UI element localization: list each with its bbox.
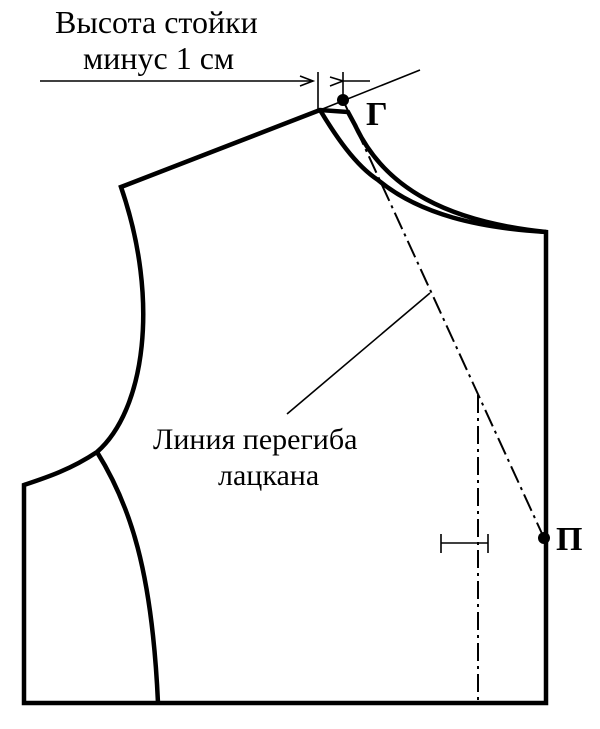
annotation-arrow-head (299, 75, 316, 87)
point-p-label: П (556, 521, 583, 558)
fold-label-leader (286, 292, 431, 415)
point-g-label: Г (366, 96, 388, 133)
point-g-dot (337, 94, 349, 106)
fold-line-label-line1: Линия перегиба (153, 423, 358, 456)
fold-line-label-line2: лацкана (218, 459, 320, 492)
collar-extension-line (319, 69, 421, 111)
collar-height-label-line2: минус 1 см (83, 40, 235, 76)
measure-bar (440, 534, 489, 553)
pattern-outline (21, 107, 549, 706)
collar-height-label-line1: Высота стойки (55, 4, 258, 40)
collar-height-arrow (329, 76, 370, 87)
point-p-dot (538, 532, 550, 544)
lapel-fold-line (342, 99, 545, 539)
neckline-curve (318, 108, 547, 235)
side-curve (95, 450, 161, 704)
